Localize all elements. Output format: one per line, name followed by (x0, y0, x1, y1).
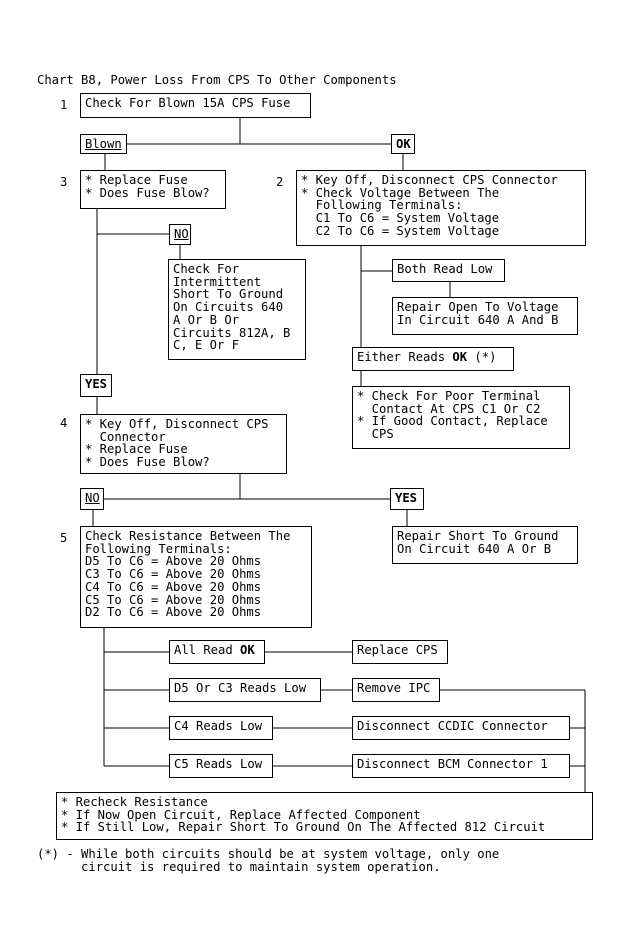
step3-line: * Does Fuse Blow? (85, 185, 210, 200)
all-read-prefix: All Read (174, 643, 241, 657)
step5-line: Check Resistance Between The (85, 529, 291, 543)
either-reads-ok: OK (452, 350, 468, 364)
step4-box: * Key Off, Disconnect CPS Connector* Rep… (80, 414, 287, 474)
check-poor-line: CPS (357, 427, 394, 442)
check-poor-line: * Check For Poor Terminal (357, 389, 541, 403)
intermittent-line: A Or B Or (173, 312, 240, 327)
disconnect-ccdic-box: Disconnect CCDIC Connector (352, 716, 570, 740)
ok-label: OK (391, 134, 415, 154)
step3-box: * Replace Fuse* Does Fuse Blow? (80, 170, 226, 209)
intermittent-line: Check For (173, 262, 240, 276)
intermittent-line: Circuits 812A, B (173, 325, 291, 340)
recheck-box: * Recheck Resistance* If Now Open Circui… (56, 792, 593, 840)
step5-line: C3 To C6 = Above 20 Ohms (85, 567, 262, 582)
intermittent-line: On Circuits 640 (173, 300, 284, 315)
step2-line: C2 To C6 = System Voltage (301, 223, 500, 238)
footnote-line: circuit is required to maintain system o… (37, 859, 441, 874)
step1-text: Check For Blown 15A CPS Fuse (85, 96, 291, 110)
intermittent-line: C, E Or F (173, 338, 240, 353)
step4-yes-label: YES (390, 488, 424, 510)
step5-line: C4 To C6 = Above 20 Ohms (85, 579, 262, 594)
c5-reads-low-box: C5 Reads Low (169, 754, 273, 778)
intermittent-line: Intermittent (173, 274, 262, 289)
step2-line: * Key Off, Disconnect CPS Connector (301, 173, 558, 187)
step5-line: Following Terminals: (85, 541, 232, 556)
step2-line: * Check Voltage Between The (301, 185, 500, 200)
step4-no-label: NO (80, 488, 104, 510)
step5-line: D2 To C6 = Above 20 Ohms (85, 605, 262, 620)
step2-box: * Key Off, Disconnect CPS Connector* Che… (296, 170, 586, 246)
check-poor-line: * If Good Contact, Replace (357, 414, 548, 429)
step2-line: Following Terminals: (301, 198, 463, 213)
step-number-2: 2 (276, 175, 284, 189)
step5-line: C5 To C6 = Above 20 Ohms (85, 592, 262, 607)
step3-no-label: NO (169, 224, 191, 245)
footnote: (*) - While both circuits should be at s… (37, 848, 499, 873)
repair-short-line: On Circuit 640 A Or B (397, 541, 552, 556)
intermittent-line: Short To Ground (173, 287, 284, 302)
blown-label: Blown (80, 134, 127, 154)
chart-title: Chart B8, Power Loss From CPS To Other C… (37, 73, 397, 87)
remove-ipc-box: Remove IPC (352, 678, 440, 702)
disconnect-bcm-box: Disconnect BCM Connector 1 (352, 754, 570, 778)
all-read-ok: OK (240, 643, 255, 657)
check-poor-line: Contact At CPS C1 Or C2 (357, 401, 541, 416)
check-poor-box: * Check For Poor Terminal Contact At CPS… (352, 386, 570, 449)
step-number-4: 4 (60, 416, 68, 430)
step4-line: * Does Fuse Blow? (85, 455, 210, 470)
step5-line: D5 To C6 = Above 20 Ohms (85, 554, 262, 569)
step4-line: Connector (85, 429, 166, 444)
repair-short-line: Repair Short To Ground (397, 529, 559, 543)
recheck-line: * Recheck Resistance (61, 795, 208, 809)
step1-box: Check For Blown 15A CPS Fuse (80, 93, 311, 118)
all-read-ok-box: All Read OK (169, 640, 265, 664)
either-reads-prefix: Either Reads (357, 350, 453, 364)
step3-line: * Replace Fuse (85, 173, 188, 187)
replace-cps-box: Replace CPS (352, 640, 448, 664)
step3-yes-label: YES (80, 374, 112, 397)
either-reads-box: Either Reads OK (*) (352, 347, 514, 371)
both-read-low-box: Both Read Low (392, 259, 505, 282)
step-number-3: 3 (60, 175, 68, 189)
footnote-line: (*) - While both circuits should be at s… (37, 847, 500, 861)
step4-line: * Replace Fuse (85, 442, 188, 457)
step2-line: C1 To C6 = System Voltage (301, 211, 500, 226)
repair-open-line: Repair Open To Voltage (397, 300, 559, 314)
step4-line: * Key Off, Disconnect CPS (85, 417, 269, 431)
recheck-line: * If Still Low, Repair Short To Ground O… (61, 820, 546, 835)
step-number-5: 5 (60, 531, 68, 545)
step-number-1: 1 (60, 98, 68, 112)
repair-open-line: In Circuit 640 A And B (397, 312, 559, 327)
either-reads-suffix: (*) (467, 350, 497, 364)
d5-c3-reads-low-box: D5 Or C3 Reads Low (169, 678, 321, 702)
recheck-line: * If Now Open Circuit, Replace Affected … (61, 807, 421, 822)
c4-reads-low-box: C4 Reads Low (169, 716, 273, 740)
